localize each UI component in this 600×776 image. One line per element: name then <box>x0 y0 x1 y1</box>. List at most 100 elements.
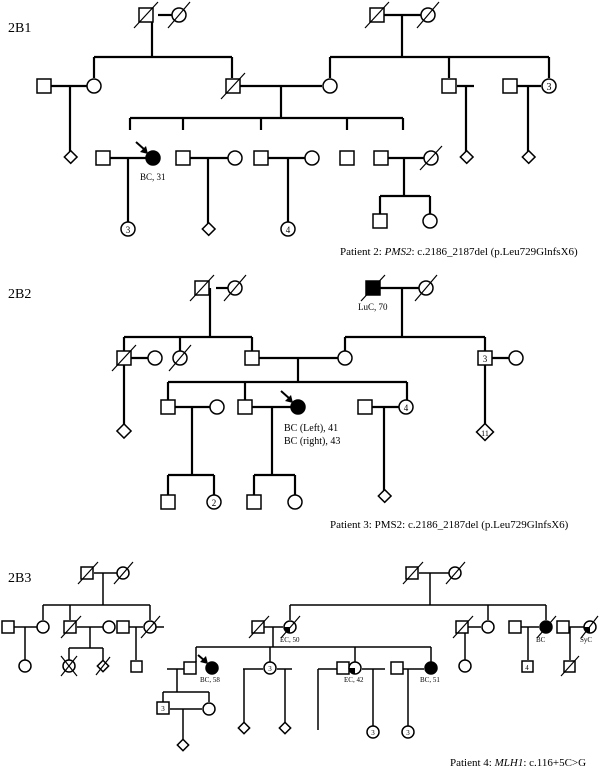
male-symbol <box>373 150 389 166</box>
deceased-mark <box>189 274 215 302</box>
female-symbol <box>401 725 415 739</box>
male-symbol <box>357 399 373 415</box>
deceased-mark <box>445 561 466 585</box>
deceased-mark <box>560 655 580 677</box>
male-symbol <box>508 620 522 634</box>
male-symbol <box>477 350 493 366</box>
female-symbol <box>120 221 136 237</box>
female-symbol <box>481 620 495 634</box>
male-symbol <box>183 661 197 675</box>
female-symbol <box>280 221 296 237</box>
proband-arrow <box>197 654 208 664</box>
individuals: LuC, 70 3 11 4 2 <box>111 274 524 510</box>
male-symbol <box>372 213 388 229</box>
female-symbol <box>287 494 303 510</box>
diagnosis-label: LuC, 70 <box>358 302 388 312</box>
female-symbol <box>263 661 277 675</box>
deceased-mark <box>223 274 247 302</box>
diagnosis-label: BC (right), 43 <box>284 436 340 447</box>
male-symbol <box>336 661 350 675</box>
proband-affected-female <box>290 399 306 415</box>
deceased-mark <box>419 145 443 171</box>
deceased-mark <box>113 561 134 585</box>
diagnosis-label: EC, 42 <box>344 676 364 684</box>
deceased-mark <box>220 72 246 100</box>
sibship-count: 11 <box>481 429 489 438</box>
sibship-count: 3 <box>547 82 552 93</box>
male-symbol <box>339 150 355 166</box>
sex-unknown-symbol <box>176 738 190 752</box>
sibship-count: 3 <box>126 225 131 235</box>
deceased-mark <box>77 561 99 585</box>
female-symbol <box>227 150 243 166</box>
panel-2b3: 2B3 <box>1 561 599 769</box>
sex-unknown-symbol <box>237 721 251 735</box>
female-symbol <box>102 620 116 634</box>
diagnosis-label: EC, 50 <box>280 636 300 644</box>
variant-caption: Patient 2: PMS2: c.2186_2187del (p.Leu72… <box>340 246 578 258</box>
deceased-mark <box>168 344 192 372</box>
male-symbol <box>1 620 15 634</box>
sex-unknown-symbol <box>377 488 393 504</box>
deceased-mark <box>167 1 191 29</box>
male-symbol <box>160 494 176 510</box>
deceased-mark <box>580 615 599 639</box>
panel-2b1: 2B1 <box>8 1 578 258</box>
female-symbol <box>18 659 32 673</box>
deceased-mark <box>95 656 111 676</box>
male-symbol <box>246 494 262 510</box>
sex-unknown-symbol <box>459 149 475 165</box>
deceased-mark <box>360 274 386 302</box>
male-symbol <box>160 399 176 415</box>
female-symbol <box>322 78 338 94</box>
sibship-count: 3 <box>268 665 272 673</box>
panel-label: 2B3 <box>8 571 31 586</box>
male-symbol <box>253 150 269 166</box>
affected-female <box>424 661 438 675</box>
proband-arrow <box>280 390 293 403</box>
sibship-count: 3 <box>371 729 375 737</box>
female-symbol <box>366 725 380 739</box>
deceased-mark <box>140 615 161 639</box>
deceased-mark <box>452 615 474 639</box>
relationship-lines <box>14 572 584 740</box>
sibship-count: 2 <box>212 498 217 508</box>
sex-unknown-symbol <box>115 422 133 440</box>
diagnosis-label: BC <box>536 636 546 644</box>
female-symbol <box>147 350 163 366</box>
diagnosis-label: BC, 51 <box>420 676 440 684</box>
male-symbol <box>36 78 52 94</box>
deceased-mark <box>536 615 557 639</box>
individuals: 3 3 4 <box>36 1 557 237</box>
deceased-mark <box>364 1 390 29</box>
female-symbol <box>36 620 50 634</box>
male-symbol <box>130 660 143 673</box>
sibship-count: 4 <box>286 225 291 235</box>
female-symbol <box>209 399 225 415</box>
variant-caption: Patient 4: MLH1: c.116+5C>G <box>450 757 586 769</box>
sex-unknown-symbol <box>63 149 79 165</box>
proband-arrow <box>135 141 148 154</box>
panel-label: 2B1 <box>8 21 31 36</box>
deceased-mark <box>111 344 137 372</box>
sex-unknown-symbol <box>475 422 495 442</box>
sibship-count: 4 <box>525 664 529 672</box>
individuals: EC, 50 BC SyC BC, 58 3 <box>1 561 599 752</box>
sibship-count: 3 <box>161 705 165 713</box>
female-symbol <box>541 78 557 94</box>
deceased-mark <box>416 1 440 29</box>
deceased-mark <box>60 615 82 639</box>
male-symbol <box>441 78 457 94</box>
female-symbol <box>458 659 472 673</box>
male-symbol <box>244 350 260 366</box>
male-symbol <box>521 660 534 673</box>
female-symbol <box>508 350 524 366</box>
deceased-mark <box>402 561 424 585</box>
diagnosis-label: SyC <box>580 636 592 644</box>
female-symbol <box>304 150 320 166</box>
deceased-mark <box>133 1 159 29</box>
male-symbol <box>556 620 570 634</box>
diagnosis-label: BC, 58 <box>200 676 220 684</box>
sex-unknown-symbol <box>278 721 292 735</box>
